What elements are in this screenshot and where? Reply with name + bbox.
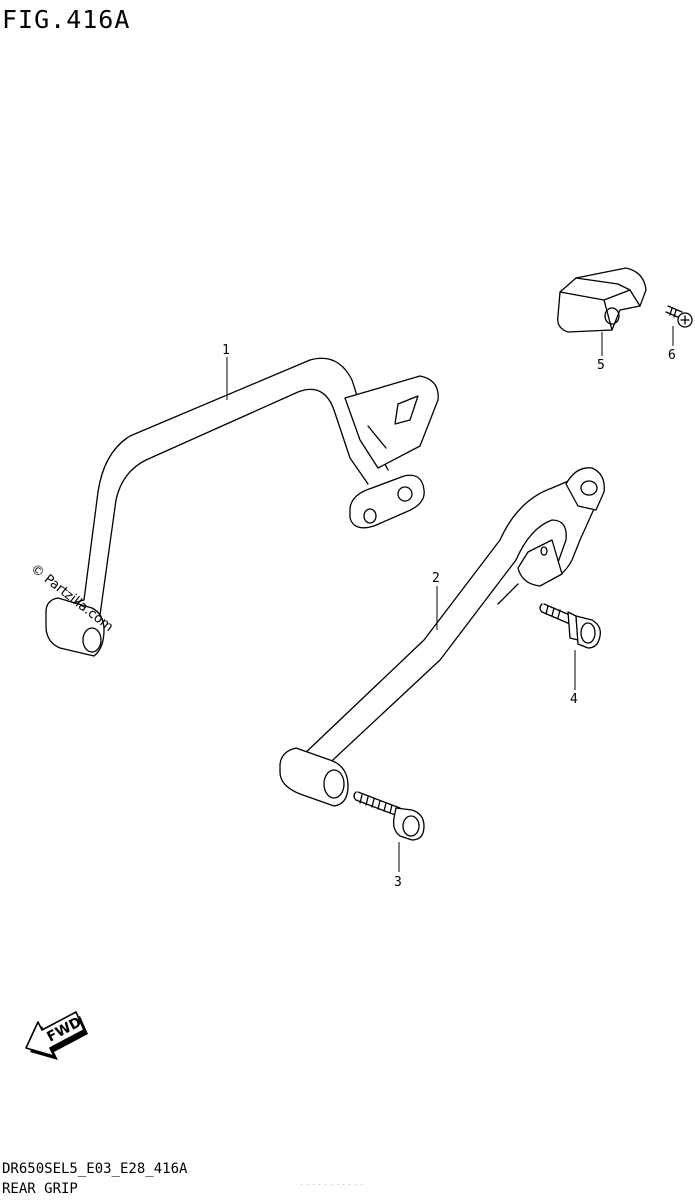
model-code: DR650SEL5_E03_E28_416A [2,1161,188,1177]
part-2-rear-grip-right[interactable] [279,467,605,807]
part-5-collar[interactable] [557,267,647,333]
part-3-bolt[interactable] [353,791,425,841]
callout-3: 3 [394,875,402,890]
callout-1: 1 [222,343,230,358]
figure-title: FIG.416A [2,5,130,34]
callout-6: 6 [668,348,676,363]
part-6-screw[interactable] [665,305,693,328]
tiny-text: - - - - - - - - - - - [300,1182,363,1188]
callout-2: 2 [432,571,440,586]
leader-lines [226,326,674,872]
figure-caption: REAR GRIP [2,1181,78,1197]
part-4-flange-bolt[interactable] [539,603,601,649]
part-1-rear-grip-left[interactable] [45,357,439,657]
fwd-direction-badge: FWD [25,1011,88,1060]
callout-4: 4 [570,692,578,707]
callout-5: 5 [597,358,605,373]
